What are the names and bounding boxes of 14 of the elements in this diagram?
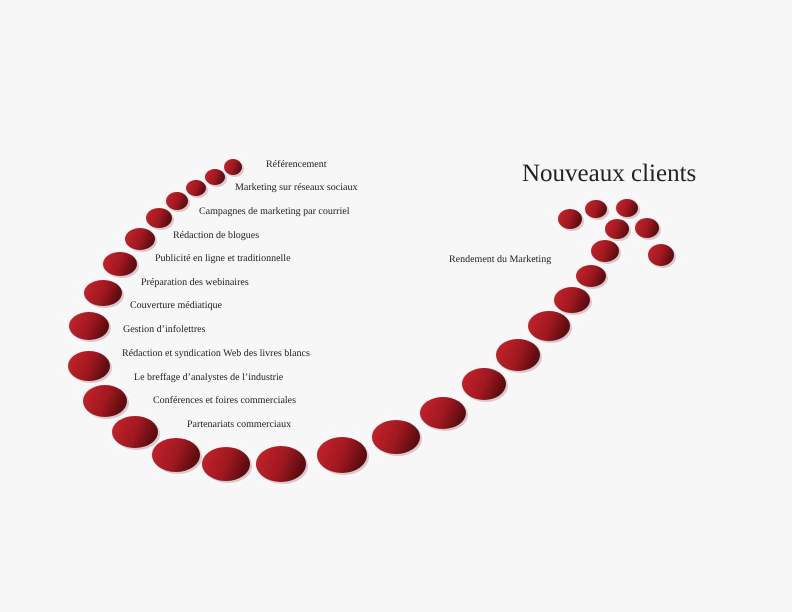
step-label: Publicité en ligne et traditionnelle [155, 253, 291, 265]
step-label: Campagnes de marketing par courriel [199, 206, 350, 218]
step-label: Couverture médiatique [130, 300, 222, 312]
step-label: Gestion d’infolettres [123, 324, 206, 336]
step-label: Référencement [266, 159, 327, 171]
step-label: Rédaction et syndication Web des livres blancs [122, 348, 310, 360]
step-label: Rédaction de blogues [173, 230, 260, 242]
title: Nouveaux clients [522, 160, 696, 188]
step-label: Partenariats commerciaux [187, 419, 292, 431]
step-label: Marketing sur réseaux sociaux [235, 182, 358, 194]
step-label: Le breffage d’analystes de l’industrie [134, 372, 284, 384]
step-label: Rendement du Marketing [449, 254, 552, 266]
step-label: Conférences et foires commerciales [153, 395, 296, 407]
step-label: Préparation des webinaires [141, 277, 249, 289]
